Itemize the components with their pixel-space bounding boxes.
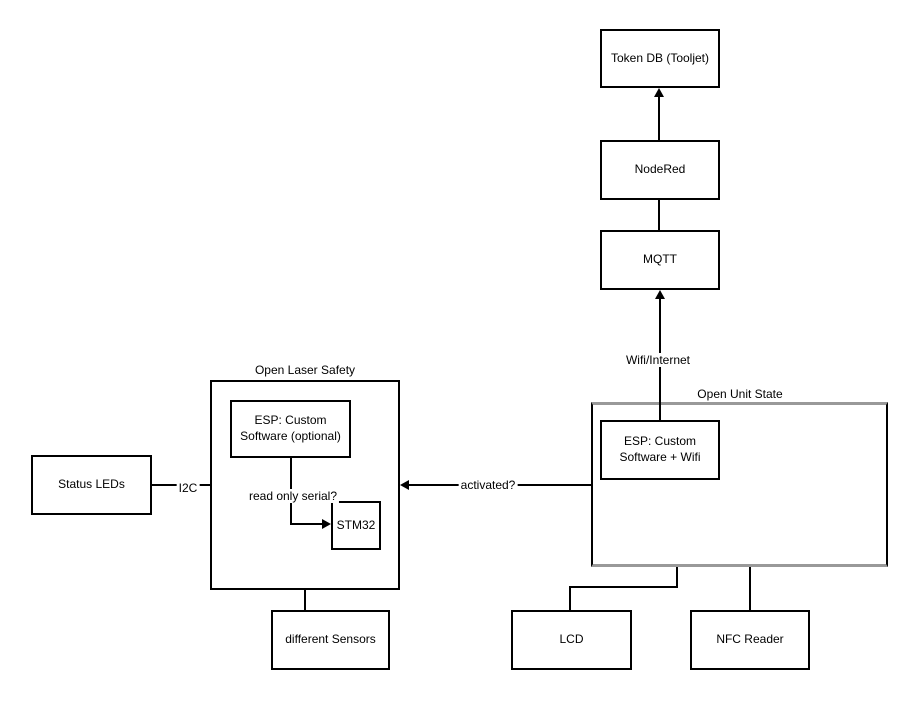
node-esp-custom-software-wifi: ESP: Custom Software + Wifi xyxy=(600,420,720,480)
container-open-unit-state-label: Open Unit State xyxy=(697,387,783,402)
node-status-leds: Status LEDs xyxy=(31,455,152,515)
node-mqtt: MQTT xyxy=(600,230,720,290)
edge-label-wifi-internet: Wifi/Internet xyxy=(623,353,693,368)
edge-unitstate-to-lcd-segment1 xyxy=(676,567,678,588)
edge-nodered-to-tokendb xyxy=(658,96,660,140)
arrowhead-up-mqtt-icon xyxy=(655,290,665,299)
node-stm32: STM32 xyxy=(331,501,381,550)
edge-nodered-to-mqtt xyxy=(658,200,660,230)
edge-lasersafety-to-sensors xyxy=(304,590,306,610)
edge-label-i2c: I2C xyxy=(176,481,200,496)
node-lcd: LCD xyxy=(511,610,632,670)
edge-unitstate-to-nfcreader xyxy=(749,567,751,610)
arrowhead-right-stm32-icon xyxy=(322,519,331,529)
edge-espoptional-to-stm32-horizontal xyxy=(290,523,323,525)
edge-unitstate-to-lcd-segment2 xyxy=(569,586,678,588)
node-nfc-reader: NFC Reader xyxy=(690,610,810,670)
node-nodered: NodeRed xyxy=(600,140,720,200)
node-esp-custom-software-optional: ESP: Custom Software (optional) xyxy=(230,400,351,458)
edge-label-activated: activated? xyxy=(458,478,518,493)
node-token-db: Token DB (Tooljet) xyxy=(600,29,720,88)
edge-label-read-only-serial: read only serial? xyxy=(246,489,340,504)
arrowhead-left-lasersafety-icon xyxy=(400,480,409,490)
node-different-sensors: different Sensors xyxy=(271,610,390,670)
arrowhead-up-tokendb-icon xyxy=(654,88,664,97)
edge-unitstate-to-lcd-segment3 xyxy=(569,586,571,610)
container-open-laser-safety-label: Open Laser Safety xyxy=(254,363,356,378)
